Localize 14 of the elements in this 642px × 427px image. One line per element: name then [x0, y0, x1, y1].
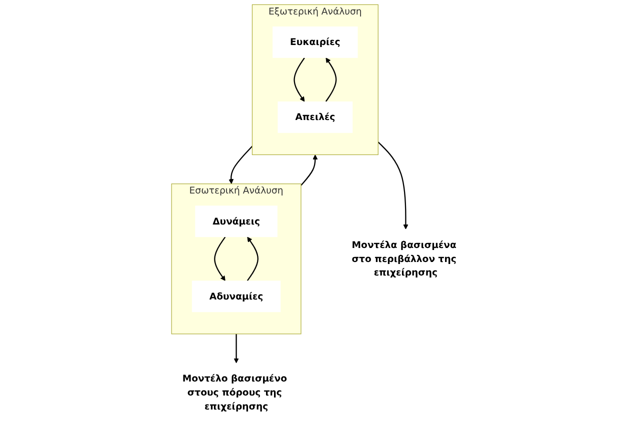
arrow: [214, 236, 226, 281]
node-box: Δυνάμεις: [195, 206, 278, 238]
arrow: [234, 334, 239, 364]
arrow: [378, 142, 408, 230]
node-box: Ευκαιρίες: [272, 26, 358, 58]
node-text: Μοντέλο βασισμένο στους πόρους της επιχείρησης: [182, 372, 287, 412]
node-box: Αδυναμίες: [192, 280, 281, 312]
arrow: [325, 58, 337, 102]
arrow: [300, 154, 318, 186]
node-box: Απειλές: [278, 102, 353, 133]
arrow: [228, 146, 253, 184]
arrow: [294, 58, 305, 102]
arrow: [246, 236, 258, 282]
node-text: Μοντέλα βασισμένα στο περιβάλλον της επιχείρησης: [352, 239, 456, 278]
